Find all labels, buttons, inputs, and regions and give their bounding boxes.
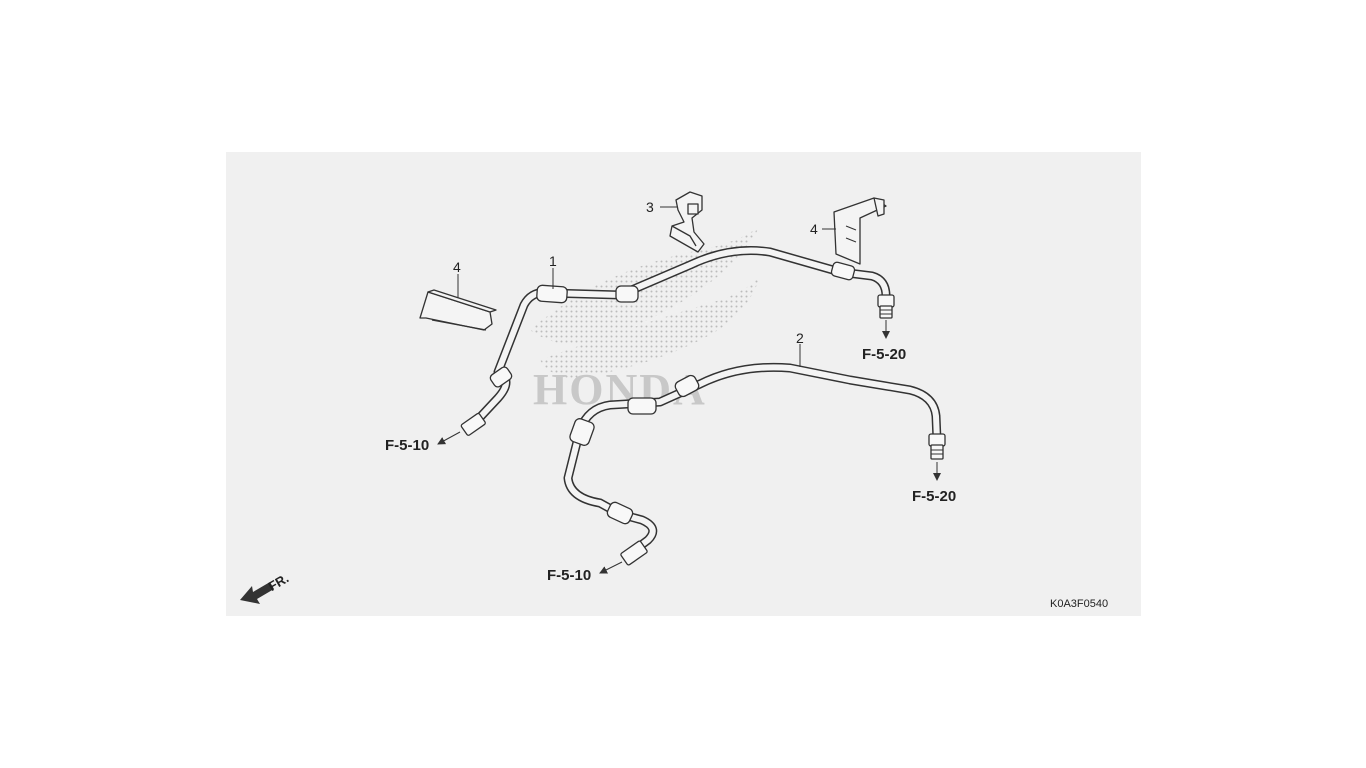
front-arrow-icon — [240, 582, 274, 604]
hose-clamp-3 — [669, 191, 705, 253]
diagram-code: K0A3F0540 — [1050, 598, 1108, 610]
callout-1: 1 — [549, 253, 557, 269]
ref-hose-2-rear[interactable]: F-5-20 — [912, 488, 956, 505]
ref-arrow-hose-2-front — [599, 561, 623, 574]
brake-hose-1 — [460, 246, 895, 436]
ref-hose-2-front[interactable]: F-5-10 — [547, 567, 591, 584]
callout-4-left: 4 — [453, 259, 461, 275]
callout-4-right: 4 — [810, 221, 818, 237]
brake-hose-2 — [563, 362, 946, 566]
callout-3: 3 — [646, 199, 654, 215]
hose-clip-4-right — [833, 197, 887, 265]
ref-hose-1-rear[interactable]: F-5-20 — [862, 346, 906, 363]
ref-hose-1-front[interactable]: F-5-10 — [385, 437, 429, 454]
callout-2: 2 — [796, 330, 804, 346]
ref-arrow-hose-1-front — [437, 431, 461, 445]
hose-clip-4-left — [419, 289, 497, 331]
